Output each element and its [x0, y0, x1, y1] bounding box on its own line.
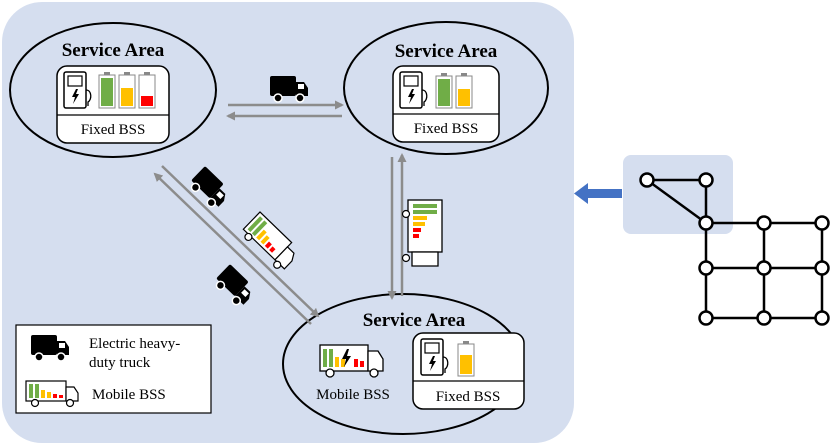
connection-2-3: [387, 153, 407, 300]
legend-truck-label-line1: Electric heavy-: [89, 336, 180, 352]
connection-1-3: [153, 165, 320, 325]
fixed-bss-box-1: Fixed BSS: [56, 65, 170, 144]
service-area-1: Service Area Fixed BSS: [9, 22, 217, 158]
graph-node: [698, 172, 714, 188]
legend-truck-label-line2: duty truck: [89, 355, 151, 371]
battery-icon: [138, 72, 156, 109]
fixed-bss-label-3: Fixed BSS: [436, 389, 501, 405]
service-area-3: Service Area Mobile BSS: [282, 293, 525, 435]
graph-node: [756, 260, 772, 276]
mobile-bss-label: Mobile BSS: [316, 387, 390, 403]
graph-node: [756, 310, 772, 326]
graph-node: [756, 215, 772, 231]
graph-node: [814, 215, 830, 231]
mobile-bss-truck-diagonal: [242, 211, 295, 270]
battery-icon: [98, 72, 116, 109]
mobile-bss-truck-vertical: [401, 199, 443, 267]
graph-node: [639, 172, 655, 188]
mobile-bss-group: Mobile BSS: [316, 344, 390, 403]
graph-node: [814, 310, 830, 326]
battery-icon: [455, 73, 473, 109]
blue-arrow: [574, 183, 622, 204]
service-area-2-title: Service Area: [395, 41, 498, 62]
battery-icon: [457, 341, 475, 377]
graph-node: [698, 310, 714, 326]
graph-node: [698, 260, 714, 276]
fixed-bss-label-2: Fixed BSS: [414, 121, 479, 137]
graph-node: [698, 215, 714, 231]
service-area-3-title: Service Area: [363, 310, 466, 331]
legend-mobile-label: Mobile BSS: [92, 387, 166, 403]
fixed-bss-box-3: Fixed BSS: [412, 332, 525, 410]
connection-1-2: [226, 100, 344, 121]
fixed-bss-label-1: Fixed BSS: [81, 122, 146, 138]
service-area-1-title: Service Area: [62, 40, 165, 61]
battery-icon: [118, 72, 136, 109]
fixed-bss-box-2: Fixed BSS: [392, 65, 500, 143]
service-area-2: Service Area Fixed BSS: [343, 21, 549, 155]
battery-icon: [435, 73, 453, 109]
legend: Electric heavy- duty truck Mobile BSS: [15, 324, 212, 414]
network-graph: [623, 155, 830, 326]
graph-node: [814, 260, 830, 276]
